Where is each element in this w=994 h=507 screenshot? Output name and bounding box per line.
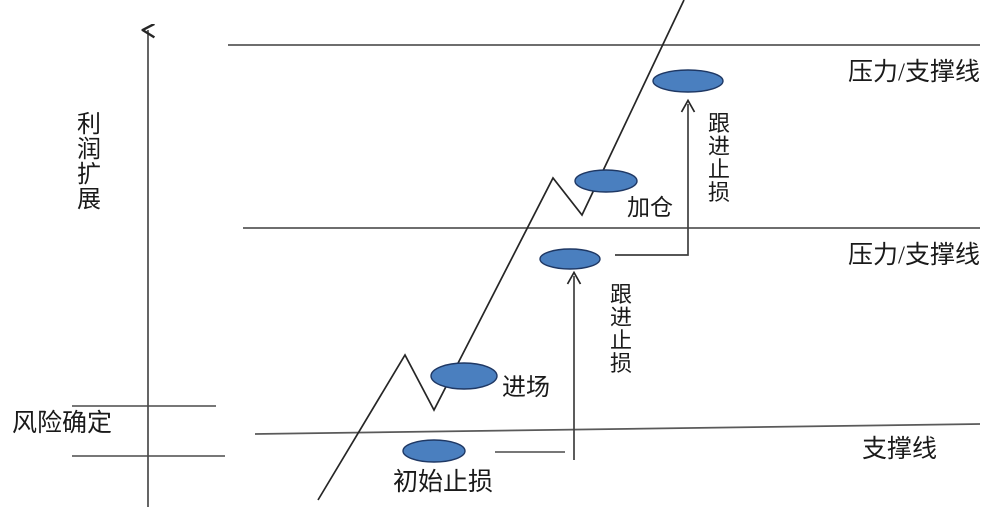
marker-add-position[interactable] <box>574 169 638 193</box>
marker-trailing-stop-lower[interactable] <box>539 248 601 270</box>
elbow-connector-upper <box>615 104 689 256</box>
level-label-resistance-mid: 压力/支撑线 <box>848 242 980 269</box>
annotation-follow-stop-upper: 跟 进 止 损 <box>707 111 730 205</box>
price-path <box>317 0 685 501</box>
support-line-bottom <box>254 423 981 435</box>
marker-initial-stop[interactable] <box>402 439 466 463</box>
marker-entry[interactable] <box>430 362 498 390</box>
annotation-entry: 进场 <box>502 375 550 401</box>
arrowhead-lower <box>566 270 582 285</box>
annotation-follow-stop-lower: 跟 进 止 损 <box>609 282 632 376</box>
arrowhead-upper <box>680 98 696 113</box>
level-label-resistance-top: 压力/支撑线 <box>848 59 980 86</box>
marker-trailing-stop-upper[interactable] <box>652 69 724 93</box>
annotation-initial-stop: 初始止损 <box>393 469 494 496</box>
y-axis-label: 利 润 扩 展 <box>77 112 101 213</box>
risk-determination-label: 风险确定 <box>12 410 113 437</box>
annotation-add-position: 加仓 <box>627 195 673 220</box>
level-label-support-bottom: 支撑线 <box>862 436 938 463</box>
